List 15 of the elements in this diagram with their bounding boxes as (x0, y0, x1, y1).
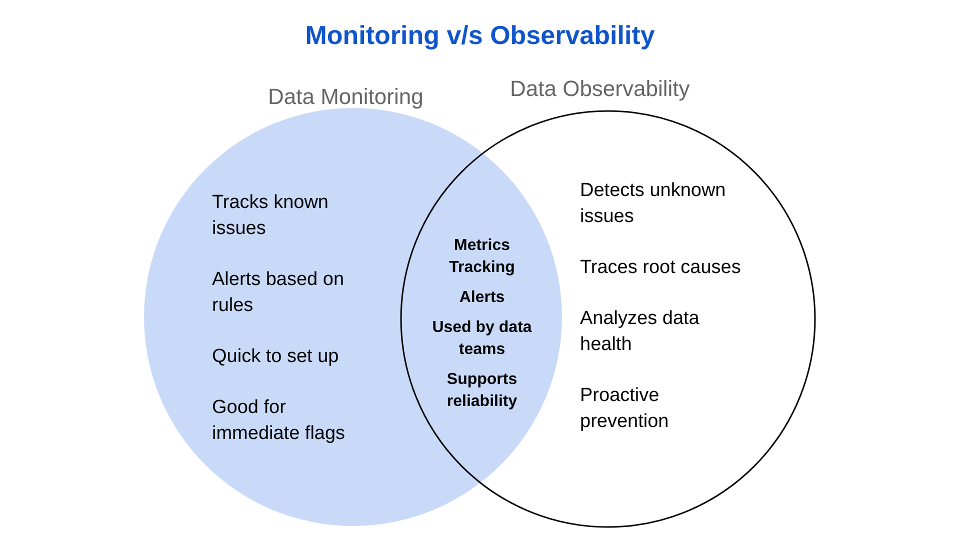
list-item: Good for immediate flags (212, 396, 346, 446)
list-item: Analyzes data health (580, 307, 700, 357)
overlap-item: Supports reliability (446, 370, 518, 412)
circle-heading: Data Observability (510, 75, 690, 103)
list-item: Quick to set up (212, 345, 340, 369)
circle-heading: Data Monitoring (268, 83, 424, 111)
overlap-item: Used by data teams (431, 318, 533, 360)
list-item: Alerts based on rules (212, 268, 346, 318)
list-item: Proactive prevention (580, 384, 670, 434)
overlap-item: Metrics Tracking (448, 236, 516, 278)
list-item: Detects unknown issues (580, 179, 727, 229)
diagram-title: Monitoring v/s Observability (305, 19, 655, 52)
list-item: Tracks known issues (212, 191, 330, 241)
overlap-item: Alerts (459, 288, 505, 308)
list-item: Traces root causes (580, 256, 742, 280)
